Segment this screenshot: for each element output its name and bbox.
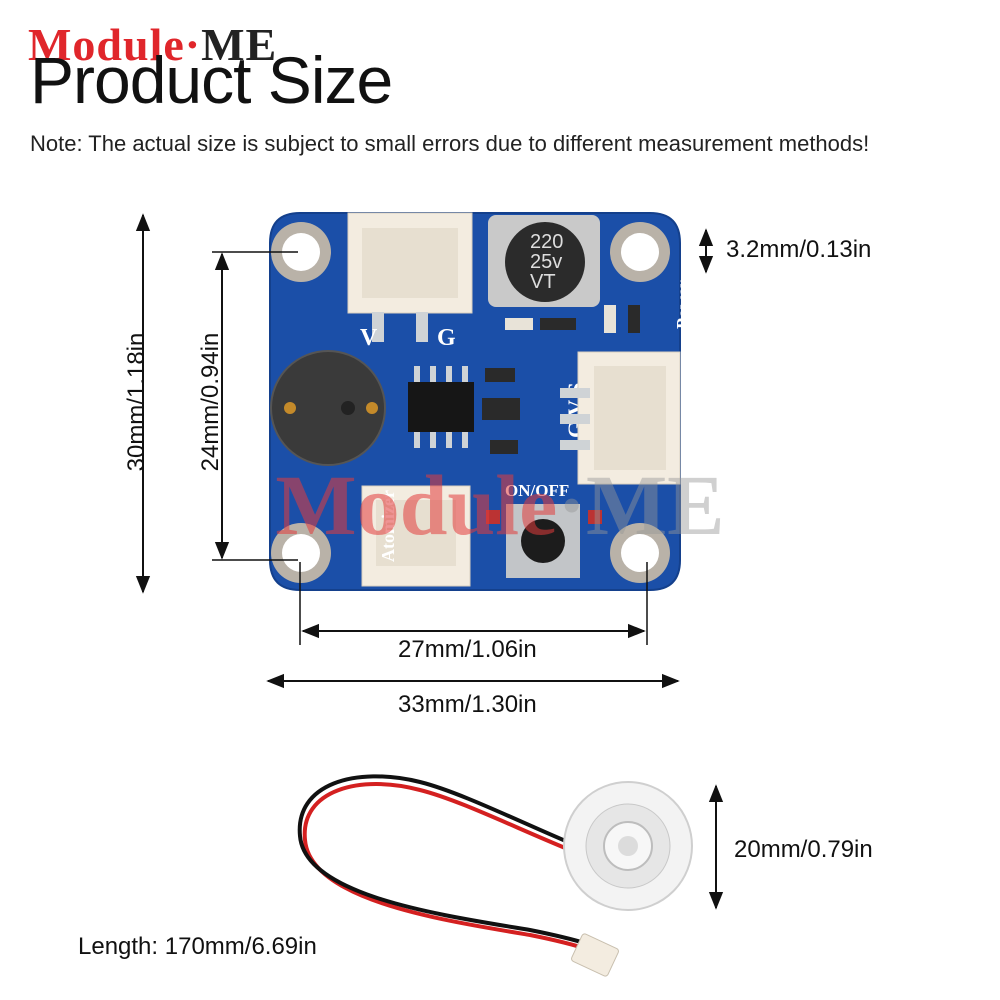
mounting-hole-top-right xyxy=(610,222,670,282)
smd-component xyxy=(490,440,518,454)
smd-resistor xyxy=(540,318,576,330)
board-height-label: 30mm/1.18in xyxy=(123,332,150,472)
transistor xyxy=(482,398,520,420)
pcb-board: 220 25v VT Power V G G V S xyxy=(269,212,693,591)
smd-component xyxy=(485,368,515,382)
brand-logo: Module·ME xyxy=(28,18,277,71)
power-led xyxy=(628,305,640,333)
on-off-label: ON/OFF xyxy=(505,481,569,500)
brand-dot: · xyxy=(184,19,202,70)
hole-diameter-label: 3.2mm/0.13in xyxy=(726,236,872,263)
mounting-hole-bottom-right xyxy=(610,523,670,583)
cable-plug xyxy=(571,933,619,977)
page-title: Product Size xyxy=(30,43,393,117)
atomizer-label: Atomizer xyxy=(378,490,398,562)
right-connector xyxy=(560,351,681,485)
inductor xyxy=(270,350,386,466)
capacitor-line-1: 220 xyxy=(530,231,563,253)
cable-length-label: Length: 170mm/6.69in xyxy=(78,933,317,960)
smd-resistor xyxy=(604,305,616,333)
mounting-hole-bottom-left xyxy=(271,523,331,583)
capacitor: 220 25v VT xyxy=(488,215,600,307)
power-label: Power xyxy=(673,280,693,329)
measurement-note: Note: The actual size is subject to smal… xyxy=(30,131,870,156)
atomizer-disc-assembly xyxy=(297,774,693,977)
top-connector xyxy=(347,212,473,342)
hole-spacing-vertical-label: 24mm/0.94in xyxy=(197,332,224,472)
smd-component xyxy=(588,510,602,524)
brand-suffix: ME xyxy=(201,19,278,70)
brand-name: Module xyxy=(28,19,185,70)
board-width-label: 33mm/1.30in xyxy=(398,691,537,718)
atomizer-diameter-label: 20mm/0.79in xyxy=(734,836,873,863)
pin-g-label: G xyxy=(437,325,456,351)
atomizer-connector xyxy=(361,485,471,587)
atomizer-disc xyxy=(563,781,693,911)
smd-resistor xyxy=(505,318,533,330)
black-wire xyxy=(297,774,589,946)
red-wire xyxy=(302,782,591,952)
dimension-lines xyxy=(135,213,724,910)
mounting-hole-top-left xyxy=(271,222,331,282)
smd-component xyxy=(486,510,500,524)
capacitor-line-3: VT xyxy=(530,271,556,293)
hole-spacing-horizontal-label: 27mm/1.06in xyxy=(398,636,537,663)
ic-chip xyxy=(408,366,474,448)
on-off-button xyxy=(506,504,580,578)
capacitor-line-2: 25v xyxy=(530,251,562,273)
pin-v-label: V xyxy=(360,325,378,351)
